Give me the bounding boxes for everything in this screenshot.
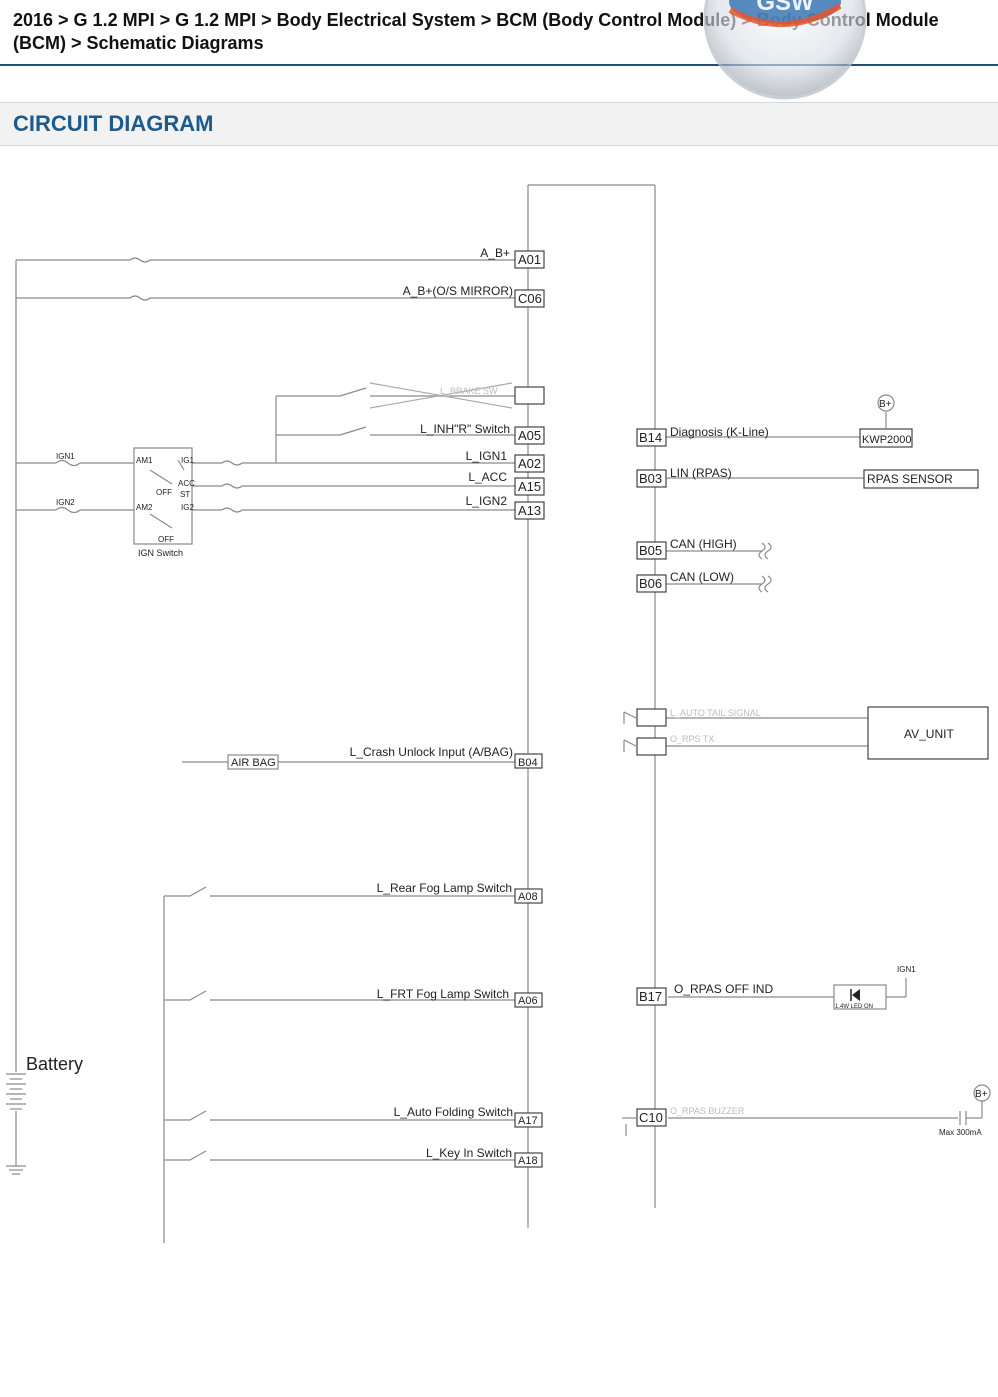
label-l-acc: L_ACC xyxy=(468,470,507,484)
pin-a08: A08 xyxy=(518,891,538,903)
label-brake-faded: L_BRAKE SW xyxy=(440,386,498,396)
pin-a01: A01 xyxy=(518,252,541,267)
ign-ig1: IG1 xyxy=(181,456,194,465)
rpas-sensor-box: RPAS SENSOR xyxy=(867,472,953,486)
pin-boxes xyxy=(514,250,989,1168)
label-can-high: CAN (HIGH) xyxy=(670,537,737,551)
b-plus-bottom: B+ xyxy=(975,1089,988,1100)
pin-a05: A05 xyxy=(518,428,541,443)
pin-a17: A17 xyxy=(518,1115,538,1127)
label-can-low: CAN (LOW) xyxy=(670,570,734,584)
pin-a02: A02 xyxy=(518,456,541,471)
label-a-b-plus: A_B+ xyxy=(480,246,510,260)
b-plus-top: B+ xyxy=(879,399,892,410)
pin-a06: A06 xyxy=(518,995,538,1007)
label-rpas-buzzer-faded: O_RPAS BUZZER xyxy=(670,1106,745,1116)
max-current: Max 300mA xyxy=(939,1128,982,1137)
page-header: 2016 > G 1.2 MPI > G 1.2 MPI > Body Elec… xyxy=(0,0,998,100)
air-bag-box: AIR BAG xyxy=(231,757,276,769)
label-rpas-tx-faded: O_RPS TX xyxy=(670,734,714,744)
ign-acc: ACC xyxy=(178,479,195,488)
pin-a15: A15 xyxy=(518,479,541,494)
ign-off2: OFF xyxy=(158,535,174,544)
circuit-diagram: A_B+ A01 A_B+(O/S MIRROR) C06 L_INH"R" S… xyxy=(0,145,998,1392)
pin-a18: A18 xyxy=(518,1155,538,1167)
pin-c10: C10 xyxy=(639,1110,663,1125)
section-header: CIRCUIT DIAGRAM xyxy=(0,102,998,146)
pin-b03: B03 xyxy=(639,471,662,486)
kwp2000-box: KWP2000 xyxy=(862,434,912,446)
ign-switch-title: IGN Switch xyxy=(138,548,183,558)
led-label: 1.4W LED ON xyxy=(835,1004,873,1010)
label-rear-fog: L_Rear Fog Lamp Switch xyxy=(377,881,512,895)
ign-st: ST xyxy=(180,490,190,499)
label-diagnosis: Diagnosis (K-Line) xyxy=(670,425,769,439)
label-lin-rpas: LIN (RPAS) xyxy=(670,466,732,480)
label-frt-fog: L_FRT Fog Lamp Switch xyxy=(377,987,509,1001)
ign-off: OFF xyxy=(156,488,172,497)
av-unit-box: AV_UNIT xyxy=(904,727,954,741)
pin-b04: B04 xyxy=(518,757,538,769)
label-inh-r-switch: L_INH"R" Switch xyxy=(420,422,510,436)
logo-text: GSW xyxy=(756,0,814,16)
label-tail-signal-faded: L_AUTO TAIL SIGNAL xyxy=(670,708,761,718)
label-l-ign2: L_IGN2 xyxy=(466,494,508,508)
pin-b05: B05 xyxy=(639,543,662,558)
label-l-ign1: L_IGN1 xyxy=(466,449,508,463)
gsw-logo: GSW xyxy=(690,0,880,100)
ign-am1: AM1 xyxy=(136,456,153,465)
ign-am2: AM2 xyxy=(136,503,153,512)
label-crash-unlock: L_Crash Unlock Input (A/BAG) xyxy=(350,745,513,759)
fuse-ign1: IGN1 xyxy=(56,452,75,461)
label-a-b-plus-mirror: A_B+(O/S MIRROR) xyxy=(403,284,513,298)
pin-b17: B17 xyxy=(639,989,662,1004)
label-rpas-off-ind: O_RPAS OFF IND xyxy=(674,982,773,996)
section-title: CIRCUIT DIAGRAM xyxy=(13,111,214,136)
pin-a13: A13 xyxy=(518,503,541,518)
label-auto-folding: L_Auto Folding Switch xyxy=(394,1105,513,1119)
ign-ig2: IG2 xyxy=(181,503,194,512)
pin-c06: C06 xyxy=(518,291,542,306)
battery-label: Battery xyxy=(26,1054,83,1074)
ign1-led: IGN1 xyxy=(897,965,916,974)
label-key-in: L_Key In Switch xyxy=(426,1146,512,1160)
fuse-ign2: IGN2 xyxy=(56,498,75,507)
pin-b06: B06 xyxy=(639,576,662,591)
pin-b14: B14 xyxy=(639,430,662,445)
